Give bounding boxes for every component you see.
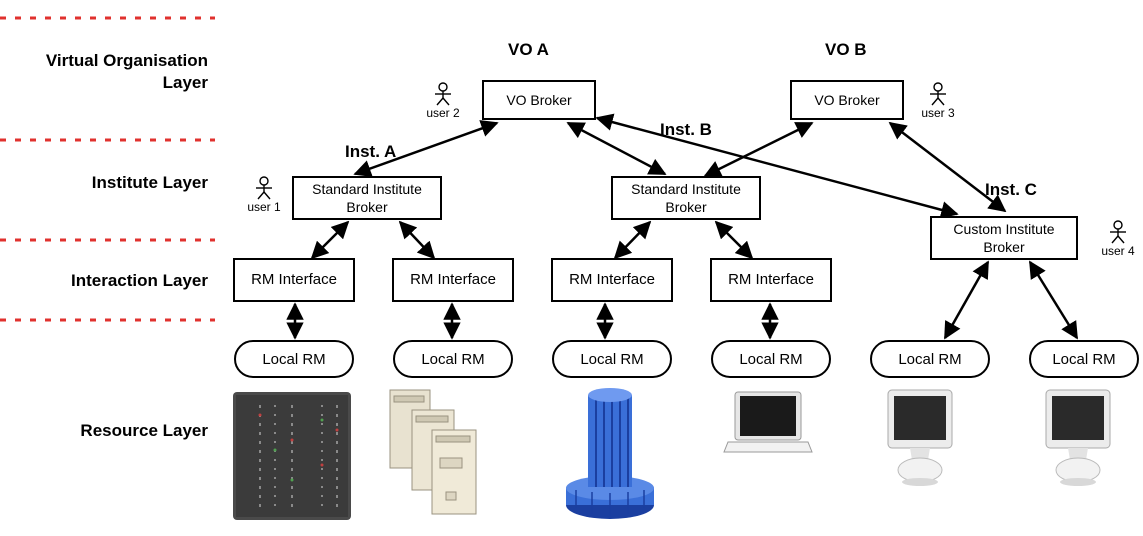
layer-label-interaction: Interaction Layer — [71, 271, 208, 290]
inst-b-title: Inst. B — [660, 120, 712, 139]
arrow-instb-rm4 — [714, 220, 754, 260]
rm-interface-1: RM Interface — [233, 258, 355, 302]
layer-label-institute: Institute Layer — [91, 173, 208, 192]
person-icon — [435, 82, 451, 106]
local-rm-5: Local RM — [870, 340, 990, 378]
vo-b-title: VO B — [825, 40, 867, 59]
person-icon — [1110, 220, 1126, 244]
layer-label-vo-line1: Virtual Organisation — [45, 51, 208, 70]
inst-b-broker-line1: Standard Institute — [631, 181, 741, 197]
arrow-voa-insta — [353, 120, 499, 177]
arrow-instb-rm3 — [613, 220, 652, 260]
inst-a-title: Inst. A — [345, 142, 397, 161]
inst-c-broker-line2: Broker — [983, 239, 1025, 255]
user-1: user 1 — [244, 176, 284, 214]
rm-interface-3: RM Interface — [551, 258, 673, 302]
connectors — [286, 113, 1079, 340]
person-icon — [256, 176, 272, 200]
imac-icon — [887, 389, 953, 486]
user-3: user 3 — [918, 82, 958, 120]
inst-c-broker-line1: Custom Institute — [953, 221, 1055, 237]
arrow-instc-local6 — [1028, 260, 1079, 340]
arrow-insta-rm1 — [310, 220, 350, 260]
user-3-label: user 3 — [921, 106, 955, 120]
inst-b-broker-line2: Broker — [665, 199, 707, 215]
inst-c-title: Inst. C — [985, 180, 1037, 199]
arrow-insta-rm2 — [398, 220, 436, 260]
rack-server-icon — [233, 392, 351, 520]
layer-label-vo: Virtual Organisation Layer — [10, 50, 208, 94]
user-4: user 4 — [1098, 220, 1138, 258]
person-icon — [930, 82, 946, 106]
arrow-voa-instb — [566, 121, 667, 176]
inst-a-broker: Standard Institute Broker — [292, 176, 442, 220]
desktop-tower-icon — [389, 389, 477, 515]
layer-dividers — [0, 16, 215, 322]
user-4-label: user 4 — [1101, 244, 1135, 258]
arrow-instc-local5 — [943, 260, 990, 340]
user-1-label: user 1 — [247, 200, 281, 214]
vo-b-broker: VO Broker — [790, 80, 904, 120]
inst-c-broker: Custom Institute Broker — [930, 216, 1078, 260]
layer-label-vo-line2: Layer — [162, 73, 208, 92]
layer-label-resource: Resource Layer — [80, 421, 208, 440]
local-rm-1: Local RM — [234, 340, 354, 378]
local-rm-6: Local RM — [1029, 340, 1139, 378]
vo-a-broker: VO Broker — [482, 80, 596, 120]
supercomputer-icon — [566, 388, 654, 519]
local-rm-2: Local RM — [393, 340, 513, 378]
inst-a-broker-line2: Broker — [346, 199, 388, 215]
local-rm-3: Local RM — [552, 340, 672, 378]
vo-a-title: VO A — [508, 40, 549, 59]
inst-b-broker: Standard Institute Broker — [611, 176, 761, 220]
user-2-label: user 2 — [426, 106, 460, 120]
rm-interface-4: RM Interface — [710, 258, 832, 302]
arrow-vob-instb — [703, 121, 814, 178]
local-rm-4: Local RM — [711, 340, 831, 378]
user-2: user 2 — [423, 82, 463, 120]
arrow-vob-instc — [888, 121, 1007, 213]
laptop-icon — [723, 391, 813, 453]
inst-a-broker-line1: Standard Institute — [312, 181, 422, 197]
rm-interface-2: RM Interface — [392, 258, 514, 302]
imac-icon — [1045, 389, 1111, 486]
